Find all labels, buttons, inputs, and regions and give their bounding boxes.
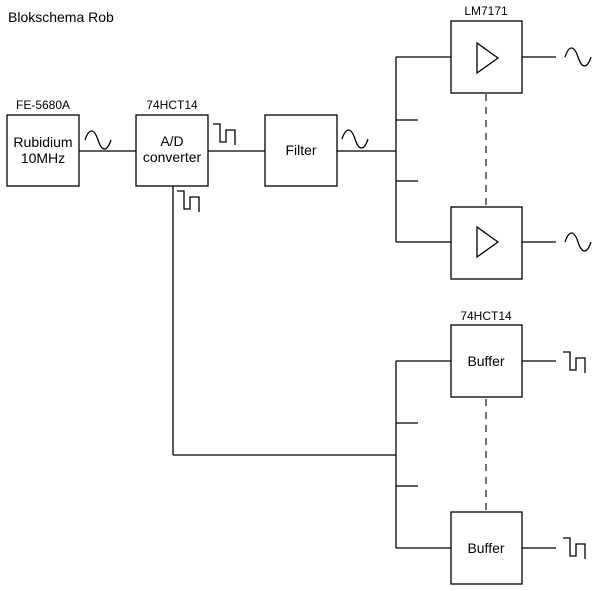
amplifier-triangle-icon: [476, 41, 500, 75]
rubidium-part-label: FE-5680A: [16, 98, 70, 112]
buffer-bottom-box: [450, 511, 523, 585]
adc-line1: A/D: [160, 133, 183, 149]
rubidium-block: FE-5680A Rubidium 10MHz: [6, 98, 80, 187]
filter-box: [264, 114, 338, 187]
rubidium-line2: 10MHz: [21, 150, 65, 166]
square-wave-icon: [563, 537, 586, 559]
filter-block: Filter: [264, 114, 338, 187]
rubidium-line1: Rubidium: [13, 134, 72, 150]
buffer-bottom-label: Buffer: [467, 540, 504, 556]
amplifier-triangle-icon: [476, 225, 500, 259]
adc-part-label: 74HCT14: [146, 98, 198, 112]
amplifier-part-label: LM7171: [464, 4, 508, 18]
square-wave-icon: [563, 351, 586, 373]
amplifier-top-box: [450, 20, 523, 94]
signal-symbols: [84, 47, 592, 559]
buffer-top-label: Buffer: [467, 353, 504, 369]
filter-label: Filter: [285, 142, 316, 158]
diagram-title: Blokschema Rob: [8, 9, 114, 25]
square-wave-icon: [177, 190, 200, 212]
connections: [79, 56, 556, 549]
amplifier-bottom-box: [450, 206, 523, 280]
buffer-bottom-block: Buffer: [450, 511, 523, 585]
rubidium-box: [6, 114, 80, 187]
adc-line2: converter: [143, 149, 202, 165]
sine-wave-icon: [564, 232, 592, 252]
square-wave-icon: [213, 123, 236, 145]
amplifier-top-block: LM7171: [450, 4, 523, 94]
sine-wave-icon: [84, 130, 112, 150]
sine-wave-icon: [341, 129, 369, 149]
buffer-top-box: [450, 324, 523, 398]
buffer-top-block: 74HCT14 Buffer: [450, 309, 523, 398]
adc-block: 74HCT14 A/D converter: [135, 98, 209, 187]
sine-wave-icon: [564, 47, 592, 67]
adc-box: [135, 114, 209, 187]
amplifier-bottom-block: [450, 206, 523, 280]
buffer-part-label: 74HCT14: [460, 309, 512, 323]
